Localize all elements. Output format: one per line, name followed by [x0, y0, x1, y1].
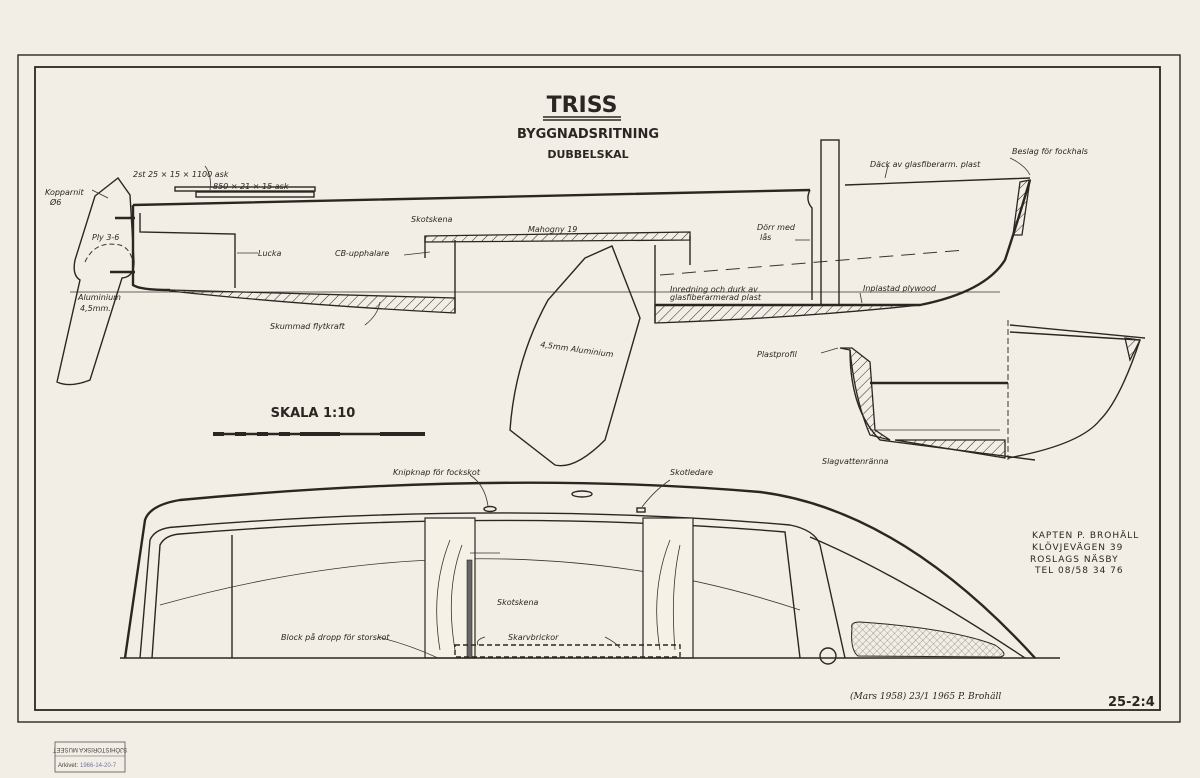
cross-section-view: Plastprofil Slagvattenränna	[757, 320, 1146, 466]
drawing-subtitle-2: DUBBELSKAL	[547, 148, 628, 161]
designer-line-2: KLÖVJEVÄGEN 39	[1032, 542, 1123, 553]
designer-line-1: KAPTEN P. BROHÄLL	[1032, 530, 1139, 541]
label-inredning-2: glasfiberarmerad plast	[670, 293, 762, 302]
plywood-panel-right	[642, 517, 694, 659]
designer-line-3: ROSLAGS NÄSBY	[1030, 554, 1119, 565]
label-ply: Ply 3-6	[92, 233, 119, 242]
label-skarvbrickor: Skarvbrickor	[508, 633, 559, 642]
label-inplastad-plywood: Inplastad plywood	[863, 284, 937, 293]
label-skotskena-plan: Skotskena	[497, 598, 539, 607]
scale-label: SKALA 1:10	[271, 406, 356, 421]
label-dorr-1: Dörr med	[757, 223, 796, 232]
label-centerboard: 4,5mm Aluminium	[540, 340, 615, 359]
label-dorr-2: lås	[760, 232, 771, 242]
label-kopparnit-dim: Ø6	[49, 197, 61, 207]
label-block: Block på dropp för storskot	[281, 632, 390, 642]
label-mahogny: Mahogny 19	[528, 225, 577, 234]
signature-date: (Mars 1958) 23/1 1965	[850, 691, 955, 702]
label-rail-1: 2st 25 × 15 × 1100 ask	[133, 170, 229, 179]
label-beslag: Beslag för fockhals	[1012, 147, 1088, 156]
label-skotskena: Skotskena	[411, 215, 453, 224]
inner-border	[34, 66, 1161, 711]
label-slagvattenranna: Slagvattenränna	[822, 457, 889, 466]
side-profile-view: Kopparnit Ø6 2st 25 × 15 × 1100 ask 850 …	[45, 139, 1088, 467]
label-lucka: Lucka	[258, 249, 282, 258]
scale: SKALA 1:10	[213, 406, 425, 436]
centerboard	[509, 245, 641, 467]
label-cb-upphalare: CB-upphalare	[335, 249, 389, 258]
plan-view: Knipknap för fockskot Skotledare Skotske…	[120, 468, 1060, 665]
label-rudder-material: Aluminium	[77, 293, 121, 302]
window-mesh	[851, 621, 1005, 658]
designer-address: KAPTEN P. BROHÄLL KLÖVJEVÄGEN 39 ROSLAGS…	[1030, 530, 1139, 576]
outer-border	[17, 54, 1181, 723]
plywood-panel-left	[424, 517, 476, 659]
stamp-museum: SJÖHISTORISKA MUSEET	[53, 746, 128, 753]
mast	[820, 139, 840, 306]
drawing-subtitle: BYGGNADSRITNING	[517, 127, 659, 142]
drawing-title: TRISS	[547, 93, 618, 118]
label-kopparnit: Kopparnit	[45, 188, 84, 197]
label-plastprofil: Plastprofil	[757, 350, 798, 359]
label-rail-2: 850 × 21 × 15 ask	[213, 182, 289, 191]
label-deck: Däck av glasfiberarm. plast	[870, 160, 981, 169]
label-skotledare: Skotledare	[670, 468, 713, 477]
designer-line-4: TEL 08/58 34 76	[1034, 566, 1124, 576]
stamp-archive-label: Arkivet:	[58, 763, 78, 769]
stamp-archive-number: 1966-14-20-7	[80, 763, 117, 769]
drawing-number: 25-2:4	[1108, 695, 1155, 710]
label-rudder-thickness: 4,5mm.	[80, 304, 111, 313]
signature-name: P. Brohäll	[957, 692, 1001, 702]
label-skummad-flytkraft: Skummad flytkraft	[270, 322, 346, 331]
title-block: TRISS BYGGNADSRITNING DUBBELSKAL	[517, 93, 659, 161]
label-inredning-1: Inredning och durk av	[670, 285, 758, 294]
rudder	[56, 176, 135, 386]
label-knipknap: Knipknap för fockskot	[393, 468, 481, 477]
museum-stamp: SJÖHISTORISKA MUSEET Arkivet: 1966-14-20…	[53, 741, 128, 773]
